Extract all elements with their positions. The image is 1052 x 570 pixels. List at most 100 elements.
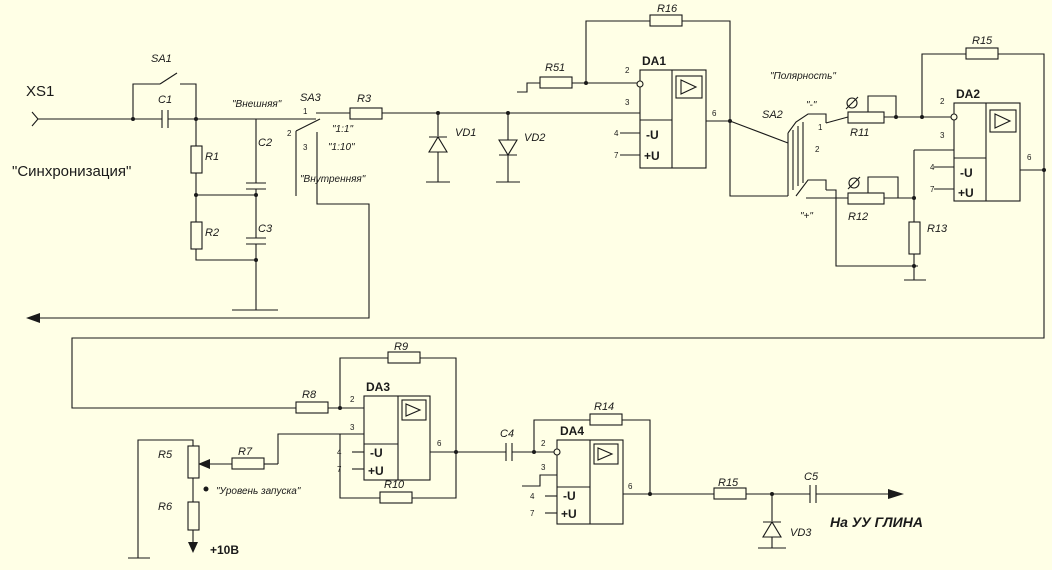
r3-label: R3 bbox=[357, 93, 372, 105]
svg-text:2: 2 bbox=[287, 129, 292, 138]
input-clamp: R3 VD1 VD2 bbox=[316, 93, 640, 183]
svg-text:2: 2 bbox=[541, 439, 546, 448]
r13-resistor bbox=[908, 221, 921, 255]
input-section: XS1 "Синхронизация" C1 SA1 R1 R2 C2 bbox=[12, 53, 316, 311]
svg-text:7: 7 bbox=[614, 151, 619, 160]
sa2-polarity-title: "Полярность" bbox=[770, 71, 836, 82]
sa2-label: SA2 bbox=[762, 109, 783, 121]
da3-label: DA3 bbox=[366, 380, 390, 394]
svg-text:3: 3 bbox=[940, 131, 945, 140]
r12-resistor bbox=[847, 192, 885, 205]
sa2-frame bbox=[787, 113, 827, 134]
svg-text:6: 6 bbox=[437, 439, 442, 448]
sa2-plus-label: "+" bbox=[800, 211, 813, 222]
da3-amplifier: R8 R9 DA3 -U +U 2 3 4 7 6 R10 R7 bbox=[128, 341, 506, 559]
sa1-contact bbox=[159, 72, 178, 85]
output-label: На УУ ГЛИНА bbox=[830, 514, 923, 530]
svg-text:6: 6 bbox=[628, 482, 633, 491]
svg-text:+U: +U bbox=[368, 464, 384, 478]
c4-label: C4 bbox=[500, 428, 514, 440]
r1-resistor bbox=[190, 145, 203, 174]
r51-resistor bbox=[539, 76, 573, 89]
vd3-label: VD3 bbox=[790, 527, 812, 539]
svg-text:-U: -U bbox=[370, 446, 383, 460]
r5-label: R5 bbox=[158, 449, 173, 461]
svg-text:1: 1 bbox=[303, 107, 308, 116]
r15-bottom-label: R15 bbox=[718, 477, 739, 489]
da2-label: DA2 bbox=[956, 87, 980, 101]
svg-text:-U: -U bbox=[563, 489, 576, 503]
svg-text:7: 7 bbox=[530, 509, 535, 518]
r7-label: R7 bbox=[238, 446, 253, 458]
r8-label: R8 bbox=[302, 389, 317, 401]
da1-label: DA1 bbox=[642, 54, 666, 68]
sa2-minus-label: "-" bbox=[806, 100, 817, 111]
sa3-contact-a bbox=[295, 118, 321, 132]
r51-label: R51 bbox=[545, 62, 565, 74]
svg-text:4: 4 bbox=[530, 492, 535, 501]
r13-label: R13 bbox=[927, 223, 948, 235]
vd2-label: VD2 bbox=[524, 132, 545, 144]
svg-text:3: 3 bbox=[625, 98, 630, 107]
r5-wiper-arrow bbox=[198, 459, 210, 469]
internal-sync-arrow bbox=[26, 313, 40, 323]
da4-label: DA4 bbox=[560, 424, 584, 438]
da2-opamp-icon bbox=[994, 113, 1012, 129]
r1-label: R1 bbox=[205, 151, 219, 163]
r9-resistor bbox=[387, 351, 421, 364]
r15-top-label: R15 bbox=[972, 35, 993, 47]
r11-label: R11 bbox=[850, 127, 869, 139]
svg-text:4: 4 bbox=[614, 129, 619, 138]
r10-resistor bbox=[379, 491, 413, 504]
r11-resistor bbox=[847, 111, 885, 124]
r10-label: R10 bbox=[384, 479, 405, 491]
vd2-diode bbox=[498, 139, 518, 157]
da1-opamp-icon bbox=[680, 79, 698, 95]
svg-text:1: 1 bbox=[818, 123, 823, 132]
connector-symbol bbox=[31, 111, 39, 127]
da3-opamp-icon bbox=[405, 403, 422, 417]
svg-text:+U: +U bbox=[644, 149, 660, 163]
r8-resistor bbox=[295, 401, 329, 414]
svg-text:+U: +U bbox=[958, 186, 974, 200]
da1-amplifier: DA1 -U +U 2 3 4 7 6 R51 R16 bbox=[517, 3, 732, 169]
da4-opamp-icon bbox=[597, 447, 614, 461]
vd1-diode bbox=[428, 135, 448, 153]
r7-resistor bbox=[231, 457, 265, 470]
supply-label: +10В bbox=[210, 543, 239, 557]
svg-text:6: 6 bbox=[1027, 153, 1032, 162]
c5-label: C5 bbox=[804, 471, 819, 483]
da2-amplifier: R11 R12 R13 DA2 -U +U 2 3 4 7 6 bbox=[71, 35, 1046, 409]
r14-resistor bbox=[589, 413, 623, 426]
svg-text:7: 7 bbox=[930, 185, 935, 194]
output-arrow bbox=[888, 489, 904, 499]
r2-label: R2 bbox=[205, 227, 219, 239]
r15-bottom-resistor bbox=[713, 487, 747, 500]
svg-text:-U: -U bbox=[646, 128, 659, 142]
da4-amplifier: C4 R14 DA4 -U +U 2 3 4 7 6 R15 VD3 bbox=[500, 401, 923, 549]
vd3-diode bbox=[762, 520, 782, 538]
svg-text:3: 3 bbox=[350, 423, 355, 432]
r15-top-resistor bbox=[965, 47, 999, 60]
vd1-label: VD1 bbox=[455, 127, 476, 139]
sa3-switch: "Внешняя" SA3 1 2 3 "1:1" "1:10" "Внутре… bbox=[26, 92, 370, 323]
sa2-switch: SA2 "Полярность" "-" "+" 1 2 bbox=[729, 71, 918, 267]
svg-text:3: 3 bbox=[303, 143, 308, 152]
r14-label: R14 bbox=[594, 401, 614, 413]
r5-resistor bbox=[187, 445, 200, 479]
r6-label: R6 bbox=[158, 501, 173, 513]
svg-text:2: 2 bbox=[815, 145, 820, 154]
supply-arrow bbox=[188, 542, 198, 553]
c1-label: C1 bbox=[158, 94, 172, 106]
connector-label: XS1 bbox=[26, 83, 54, 100]
r3-resistor bbox=[349, 107, 383, 120]
r6-resistor bbox=[187, 501, 200, 531]
sync-caption: "Синхронизация" bbox=[12, 163, 131, 180]
svg-text:2: 2 bbox=[625, 66, 630, 75]
r16-resistor bbox=[649, 14, 683, 27]
r12-label: R12 bbox=[848, 211, 868, 223]
svg-text:3: 3 bbox=[541, 463, 546, 472]
sa3-label: SA3 bbox=[300, 92, 322, 104]
svg-text:4: 4 bbox=[930, 163, 935, 172]
